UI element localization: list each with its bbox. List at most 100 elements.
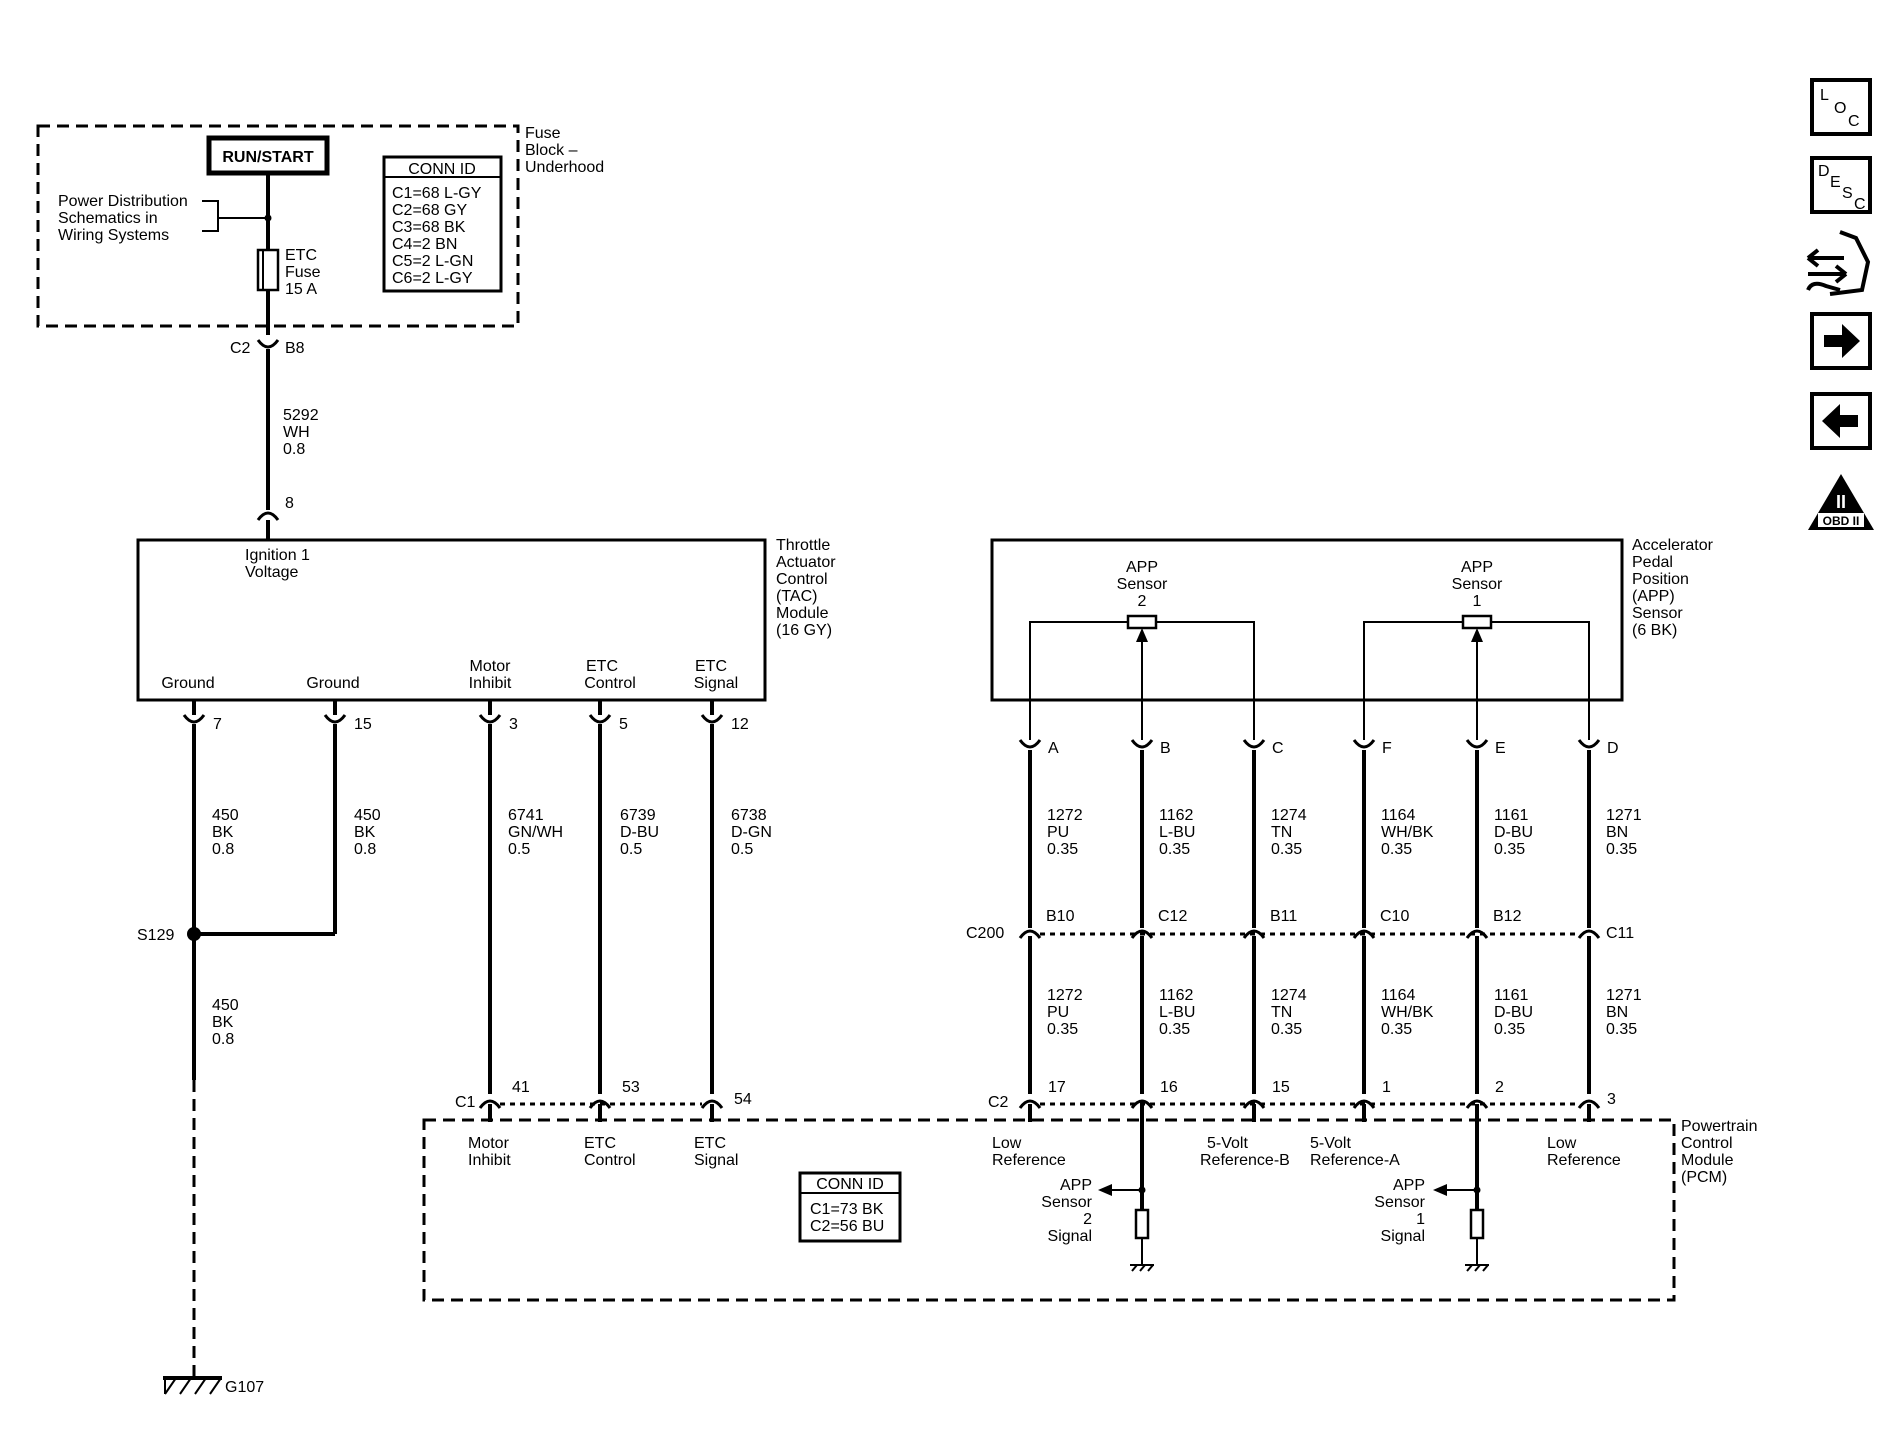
pcm-c1-label: C1	[455, 1094, 476, 1111]
app-sensor-1-element	[1363, 621, 1590, 740]
wire-1274b-circuit: 1274	[1271, 987, 1307, 1004]
wire-1274-circuit: 1274	[1271, 807, 1307, 824]
c200-pin-b11: B11	[1270, 908, 1297, 925]
nav-connector-views-button[interactable]	[1806, 230, 1871, 296]
wire-1164b-size: 0.35	[1381, 1021, 1412, 1038]
app-pin-a-connector	[1018, 739, 1042, 749]
fuse-conn-id-title: CONN ID	[408, 161, 476, 178]
pcm-pin-2: 2	[1495, 1079, 1504, 1096]
tac-pin-12-connector	[700, 714, 724, 724]
pcm-terminal-5v-ref-b-1: 5-Volt	[1207, 1135, 1248, 1152]
tac-label-2: Actuator	[776, 554, 836, 571]
wire-1271b-circuit: 1271	[1606, 987, 1642, 1004]
app-label-3: Position	[1632, 571, 1689, 588]
app-sensor: Accelerator Pedal Position (APP) Sensor …	[990, 537, 1714, 740]
app-sensor-2-resistor-icon	[1126, 614, 1158, 630]
app-label-6: (6 BK)	[1632, 622, 1677, 639]
pcm-label-3: Module	[1681, 1152, 1734, 1169]
desc-letter-e: E	[1830, 174, 1841, 191]
pcm-conn-id-table	[798, 1171, 902, 1243]
wire-5292-circuit: 5292	[283, 407, 319, 424]
c200-label: C200	[966, 925, 1004, 942]
pcm-terminal-motor-inhibit-1: Motor	[468, 1135, 510, 1152]
wire-6739-circuit: 6739	[620, 807, 656, 824]
fuse-label-3: 15 A	[285, 281, 317, 298]
tac-terminal-etc-control: ETC	[586, 658, 618, 675]
nav-desc-button[interactable]: D E S C	[1810, 156, 1872, 214]
splice-s129	[187, 927, 201, 941]
app-pin-c: C	[1272, 740, 1284, 757]
wire-5292-color: WH	[283, 424, 310, 441]
wire-1271-circuit: 1271	[1606, 807, 1642, 824]
tac-label-6: (16 GY)	[776, 622, 832, 639]
app-pin-e: E	[1495, 740, 1506, 757]
obd-label: OBD II	[1823, 514, 1860, 528]
power-dist-line-1: Power Distribution	[58, 193, 188, 210]
app-pin-c-connector	[1242, 739, 1266, 749]
pcm-label-4: (PCM)	[1681, 1169, 1727, 1186]
tac-terminal-motor-inhibit: Motor	[470, 658, 512, 675]
nav-next-button[interactable]	[1810, 312, 1872, 370]
nav-prev-button[interactable]	[1810, 392, 1872, 450]
app-sensor-1-label-1: APP	[1461, 559, 1493, 576]
pcm-pullup-resistor-1-icon	[1469, 1208, 1485, 1240]
nav-obd-ii-button[interactable]: II OBD II	[1808, 474, 1874, 530]
tac-label-4: (TAC)	[776, 588, 817, 605]
wire-1161b-circuit: 1161	[1494, 987, 1529, 1004]
app-label-4: (APP)	[1632, 588, 1675, 605]
loc-letter-l: L	[1820, 87, 1829, 104]
app-sensor-1-label-2: Sensor	[1452, 576, 1503, 593]
pcm-c1-pin-41-connector	[478, 1099, 502, 1109]
wire-6738-circuit: 6738	[731, 807, 767, 824]
tac-pin-8-connector	[256, 511, 280, 521]
pcm-pin-15: 15	[1272, 1079, 1290, 1096]
wire-450c-size: 0.8	[212, 1031, 234, 1048]
app-sensor-2-label-3: 2	[1138, 593, 1147, 610]
run-start-label: RUN/START	[222, 149, 313, 166]
wire-6741-color: GN/WH	[508, 824, 563, 841]
pcm-pin-54: 54	[734, 1091, 752, 1108]
app-sensor-2-element	[1029, 621, 1255, 740]
pcm-terminal-etc-control-1: ETC	[584, 1135, 616, 1152]
wire-1161b-size: 0.35	[1494, 1021, 1525, 1038]
loc-letter-c: C	[1848, 113, 1860, 130]
fuse-conn-id-table	[382, 155, 503, 293]
wire-1164b-circuit: 1164	[1381, 987, 1416, 1004]
tac-pins: 7 15 3 5 12	[182, 700, 749, 733]
wire-1161-circuit: 1161	[1494, 807, 1529, 824]
wire-5292-size: 0.8	[283, 441, 305, 458]
connector-hand-icon	[1829, 230, 1871, 296]
pcm-c2-label: C2	[988, 1094, 1009, 1111]
pcm-sig1-1: APP	[1393, 1177, 1425, 1194]
pcm-sig1-3: 1	[1416, 1211, 1425, 1228]
pcm-terminal-low-ref-d-1: Low	[1547, 1135, 1577, 1152]
c200-pin-c12: C12	[1158, 908, 1187, 925]
pcm-terminal-5v-ref-a-2: Reference-A	[1310, 1152, 1400, 1169]
tac-terminal-etc-signal: ETC	[695, 658, 727, 675]
pcm-terminal-low-ref-a-1: Low	[992, 1135, 1022, 1152]
wire-6738-size: 0.5	[731, 841, 753, 858]
wire-1164b-color: WH/BK	[1381, 1004, 1434, 1021]
wire-450b-color: BK	[354, 824, 376, 841]
wire-1161-size: 0.35	[1494, 841, 1525, 858]
ground-g107-icon	[163, 1376, 222, 1395]
app-sensor-2-label-2: Sensor	[1117, 576, 1168, 593]
desc-letter-d: D	[1818, 163, 1830, 180]
wire-1274b-size: 0.35	[1271, 1021, 1302, 1038]
nav-loc-button[interactable]: L O C	[1810, 78, 1872, 136]
wire-450-circuit: 450	[212, 807, 239, 824]
fuse-conn-id-row: C2=68 GY	[392, 202, 467, 219]
splice-s129-label: S129	[137, 927, 174, 944]
arrow-right-icon	[1824, 324, 1860, 358]
pcm-terminal-etc-control-2: Control	[584, 1152, 636, 1169]
etc-fuse-icon	[256, 248, 280, 292]
fuse-conn-id-row: C1=68 L-GY	[392, 185, 482, 202]
pcm-terminal-5v-ref-a-1: 5-Volt	[1310, 1135, 1351, 1152]
obd-roman: II	[1836, 492, 1846, 512]
fuse-block-label-2: Block –	[525, 142, 578, 159]
pcm-conn-id-title: CONN ID	[816, 1176, 884, 1193]
wire-450-size: 0.8	[212, 841, 234, 858]
pcm-terminal-etc-signal-2: Signal	[694, 1152, 738, 1169]
pcm-module: Powertrain Control Module (PCM) C1 41 53…	[422, 1079, 1757, 1302]
